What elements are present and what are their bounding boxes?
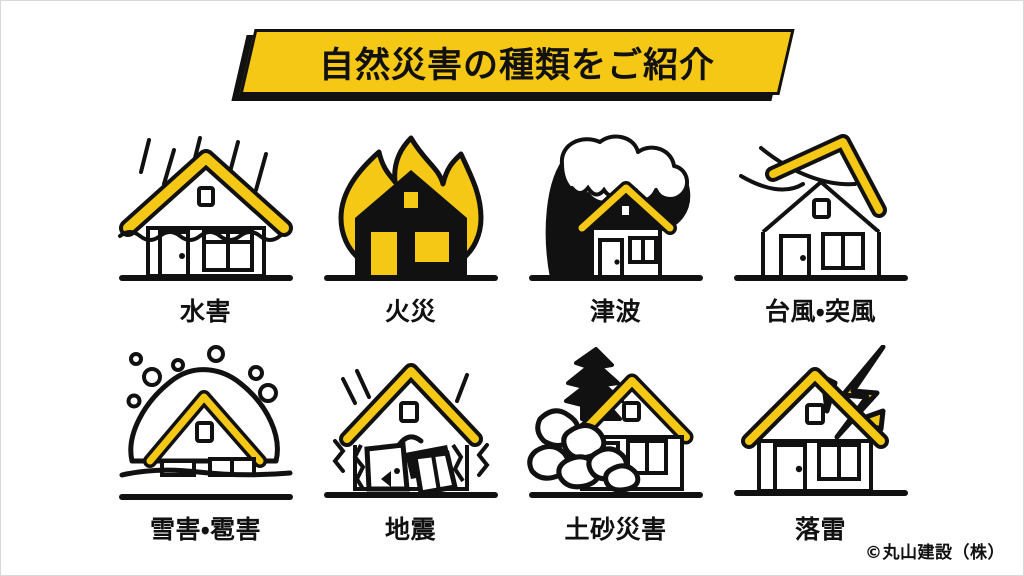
grid-item-flood[interactable]: 水害 xyxy=(103,132,308,326)
flood-house-icon xyxy=(117,135,293,281)
page-title: 自然災害の種類をご紹介 xyxy=(318,45,715,86)
lightning-house-icon xyxy=(733,344,908,496)
grid-item-label: 火災 xyxy=(384,296,436,326)
grid-item-tsunami[interactable]: 津波 xyxy=(513,132,718,326)
grid-item-typhoon[interactable]: 台風・突風 xyxy=(718,132,923,326)
fire-house-icon xyxy=(323,135,498,281)
tsunami-house-icon xyxy=(528,134,703,281)
grid-item-label: 地震 xyxy=(384,514,436,544)
grid-item-label: 土砂災害 xyxy=(564,514,667,544)
grid-item-fire[interactable]: 火災 xyxy=(308,132,513,326)
grid-item-earthquake[interactable]: 地震 xyxy=(308,345,513,544)
disaster-grid: 水害 火災 xyxy=(1,113,1023,544)
grid-item-label: 水害 xyxy=(179,296,231,326)
earthquake-house-icon xyxy=(323,362,498,498)
grid-item-label: 落雷 xyxy=(794,514,846,544)
grid-item-lightning[interactable]: 落雷 xyxy=(718,344,923,544)
disaster-row-1: 水害 火災 xyxy=(1,113,1023,326)
snow-hail-house-icon xyxy=(118,344,293,500)
grid-item-label: 台風・突風 xyxy=(764,296,876,326)
grid-item-landslide[interactable]: 土砂災害 xyxy=(513,345,718,544)
disaster-row-2: 雪害・雹害 xyxy=(1,325,1023,544)
title-banner: 自然災害の種類をご紹介 xyxy=(1,23,1023,115)
grid-item-snow-hail[interactable]: 雪害・雹害 xyxy=(103,344,308,544)
typhoon-house-icon xyxy=(733,133,908,281)
landslide-house-icon xyxy=(526,346,703,498)
grid-item-label: 津波 xyxy=(589,296,641,326)
copyright-notice: ©丸山建設（株） xyxy=(865,543,1005,563)
grid-item-label: 雪害・雹害 xyxy=(149,514,261,544)
